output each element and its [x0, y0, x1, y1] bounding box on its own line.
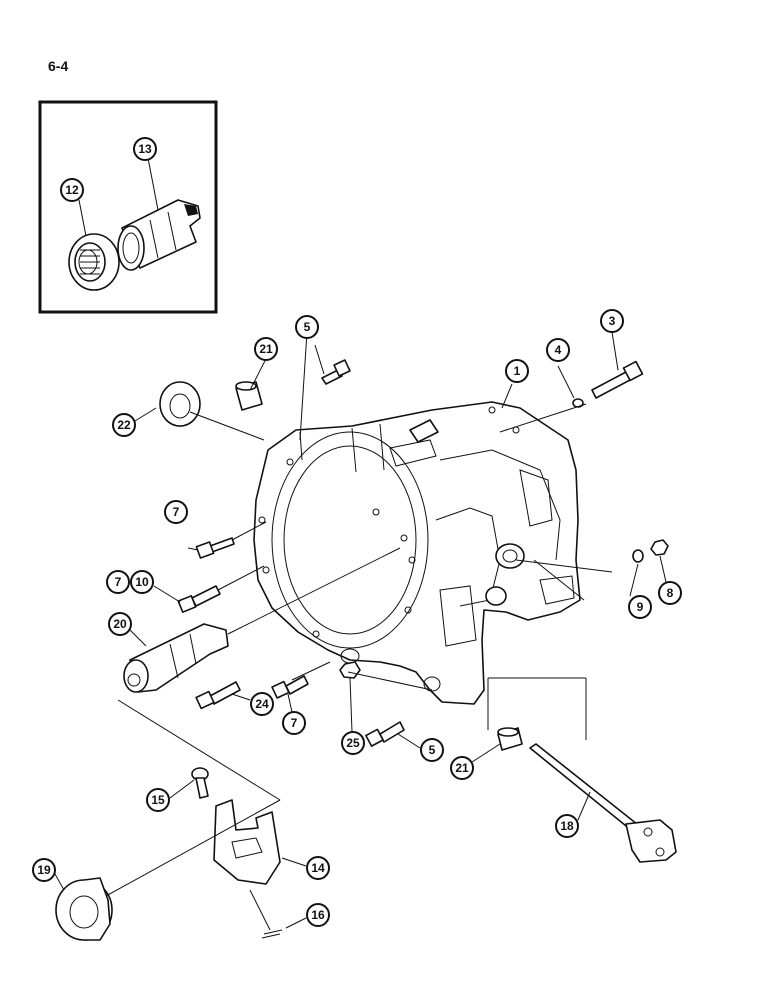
callout-15-label: 15 — [151, 793, 165, 807]
callout-21-bottom-label: 21 — [455, 761, 469, 775]
transmission-housing-drawing — [253, 401, 581, 705]
callout-25: 25 — [341, 731, 365, 755]
callout-5-bottom-label: 5 — [429, 743, 436, 757]
callout-19-label: 19 — [37, 863, 51, 877]
callout-7-upper-label: 7 — [173, 505, 180, 519]
callout-10: 10 — [130, 570, 154, 594]
callout-9: 9 — [628, 595, 652, 619]
callout-3: 3 — [600, 309, 624, 333]
callout-13: 13 — [133, 137, 157, 161]
callout-22: 22 — [112, 413, 136, 437]
callout-14-label: 14 — [311, 861, 325, 875]
callout-7-lower: 7 — [282, 711, 306, 735]
callout-8: 8 — [658, 581, 682, 605]
page-number: 6-4 — [48, 58, 69, 74]
callout-8-label: 8 — [667, 586, 674, 600]
callout-18-label: 18 — [560, 819, 574, 833]
shaft-20-drawing — [123, 623, 229, 693]
bolt-5-bottom-drawing — [365, 721, 405, 747]
callout-20: 20 — [108, 612, 132, 636]
washer-9-drawing — [632, 549, 644, 563]
callout-5-bottom: 5 — [420, 738, 444, 762]
callout-14: 14 — [306, 856, 330, 880]
callout-3-label: 3 — [609, 314, 616, 328]
callout-5-top: 5 — [295, 315, 319, 339]
leader-lines — [105, 331, 619, 931]
callout-24-label: 24 — [255, 697, 269, 711]
fork-14-drawing — [213, 799, 281, 885]
spring-pin-16-drawing — [261, 929, 283, 939]
callout-16-label: 16 — [311, 908, 325, 922]
bolt-5-top-drawing — [321, 359, 351, 385]
nut-8-drawing — [650, 539, 669, 556]
nut-25-drawing — [339, 661, 361, 679]
callout-18: 18 — [555, 814, 579, 838]
callout-4-label: 4 — [555, 343, 562, 357]
callout-7-lower-label: 7 — [291, 716, 298, 730]
seal-22-drawing — [159, 381, 201, 427]
bolt-10-drawing — [177, 585, 221, 613]
bolt-3-drawing — [591, 360, 644, 399]
sleeve-13-drawing — [117, 199, 201, 271]
callout-10-label: 10 — [135, 575, 149, 589]
dowel-21-bottom-drawing — [497, 727, 523, 751]
callout-15: 15 — [146, 788, 170, 812]
callout-12-label: 12 — [65, 183, 79, 197]
callout-7-middle: 7 — [106, 570, 130, 594]
callout-leaders — [54, 407, 667, 929]
callout-7-middle-label: 7 — [115, 575, 122, 589]
callout-7-upper: 7 — [164, 500, 188, 524]
bolt-24-drawing — [195, 681, 241, 710]
bolt-7-upper-drawing — [195, 537, 235, 559]
callout-22-label: 22 — [117, 418, 131, 432]
callout-5-top-label: 5 — [304, 320, 311, 334]
callout-21-top: 21 — [254, 337, 278, 361]
callout-4: 4 — [546, 338, 570, 362]
callout-25-label: 25 — [346, 736, 360, 750]
callout-13-label: 13 — [138, 142, 152, 156]
callout-1-label: 1 — [514, 364, 521, 378]
callout-1: 1 — [505, 359, 529, 383]
bearing-19-drawing — [55, 877, 113, 941]
inset-detail-box — [38, 100, 218, 314]
callout-9-label: 9 — [637, 600, 644, 614]
callout-19: 19 — [32, 858, 56, 882]
callout-20-label: 20 — [113, 617, 127, 631]
dowel-21-top-drawing — [235, 381, 263, 411]
pin-15-drawing — [191, 767, 209, 799]
callout-21-top-label: 21 — [259, 342, 273, 356]
callout-16: 16 — [306, 903, 330, 927]
callout-24: 24 — [250, 692, 274, 716]
callout-21-bottom: 21 — [450, 756, 474, 780]
shift-shaft-18-drawing — [529, 743, 677, 863]
callout-12: 12 — [60, 178, 84, 202]
bearing-12-drawing — [68, 233, 120, 291]
bolt-7-lower-drawing — [271, 675, 309, 699]
